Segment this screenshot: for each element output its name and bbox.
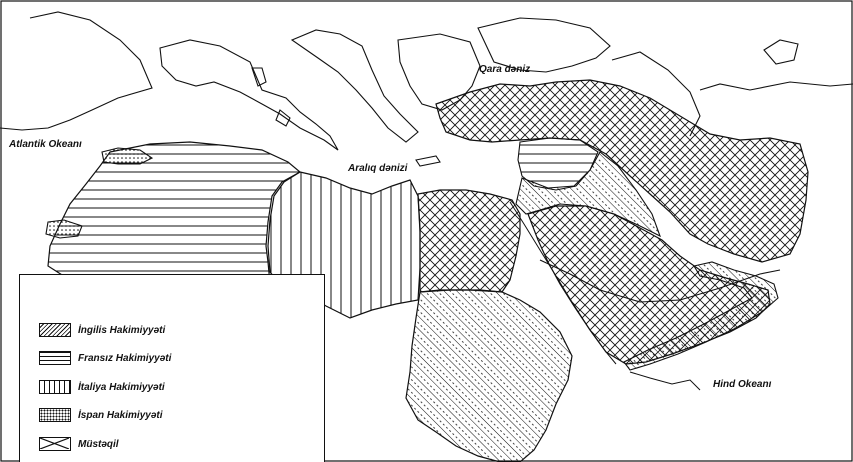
french-pattern-swatch — [39, 351, 71, 365]
legend-item-spanish: İspan Hakimiyyəti — [39, 407, 162, 423]
legend-item-british: İngilis Hakimiyyəti — [39, 322, 165, 338]
legend-item-french: Fransız Hakimiyyəti — [39, 350, 171, 366]
region-spanish-ifni — [45, 219, 83, 239]
label-black-sea: Qara dəniz — [479, 64, 531, 75]
legend-label-spanish: İspan Hakimiyyəti — [78, 409, 163, 421]
italian-pattern-swatch — [39, 380, 71, 394]
map-legend: İngilis Hakimiyyəti Fransız Hakimiyyəti … — [19, 274, 325, 462]
label-mediterranean-sea: Aralıq dənizi — [348, 163, 408, 174]
legend-label-british: İngilis Hakimiyyəti — [78, 324, 166, 336]
label-atlantic-ocean: Atlantik Okeanı — [9, 139, 82, 150]
red-sea-coast — [509, 201, 617, 365]
region-french-north-africa — [47, 141, 302, 287]
horn-coast — [629, 371, 701, 391]
region-egypt — [417, 189, 521, 293]
independent-pattern-swatch — [39, 437, 71, 451]
legend-item-independent: Müstəqil — [39, 436, 119, 452]
spanish-pattern-swatch — [39, 408, 71, 422]
legend-label-french: Fransız Hakimiyyəti — [78, 352, 172, 364]
legend-item-italian: İtaliya Hakimiyyəti — [39, 379, 165, 395]
region-spanish-morocco — [101, 147, 154, 165]
region-sudan — [405, 289, 573, 462]
region-gulf-oman-aden — [623, 261, 779, 371]
british-pattern-swatch — [39, 323, 71, 337]
legend-label-italian: İtaliya Hakimiyyəti — [78, 381, 165, 393]
region-turkey-iran — [435, 79, 809, 263]
label-indian-ocean: Hind Okeanı — [713, 379, 772, 390]
legend-label-independent: Müstəqil — [78, 438, 119, 450]
